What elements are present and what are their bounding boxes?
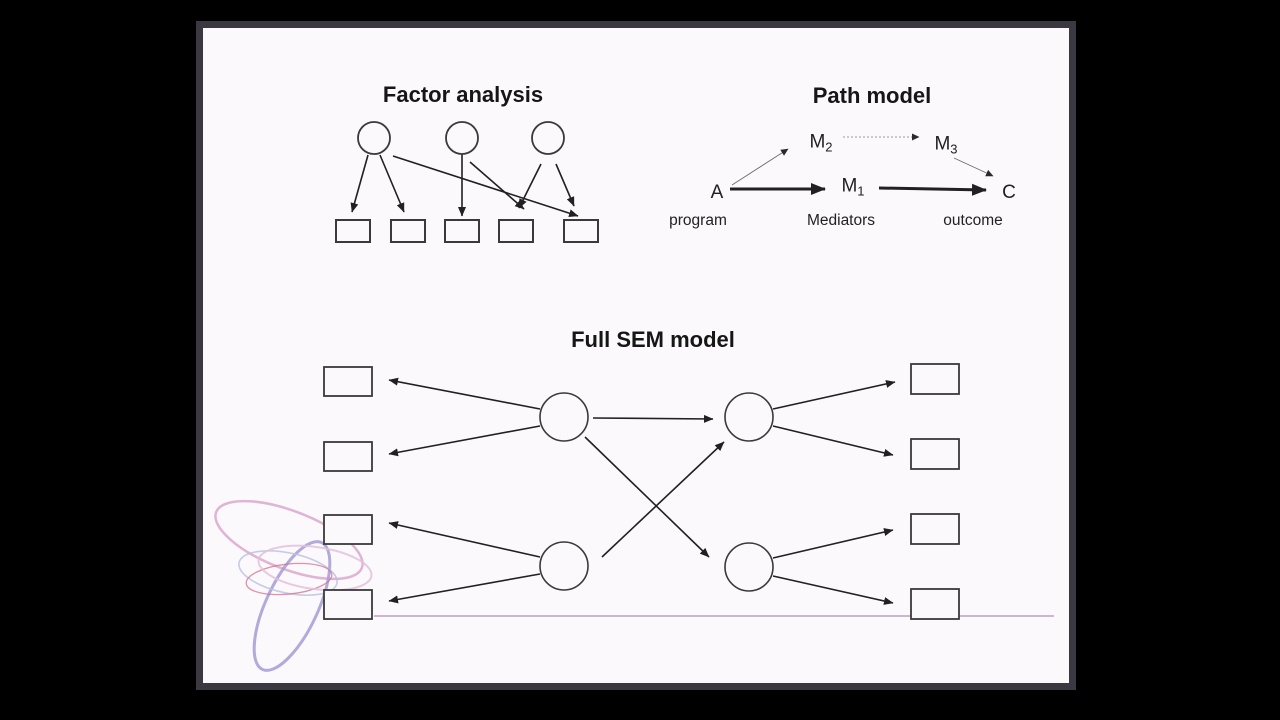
- pm-caption-mediators: Mediators: [806, 212, 876, 229]
- fs-indicator-rect-left-4: [323, 589, 373, 620]
- pm-node-m1-base: M: [841, 175, 858, 197]
- pm-node-m2-base: M: [809, 131, 826, 153]
- fs-latent-circle-right-bottom: [724, 542, 774, 592]
- pm-node-m3-base: M: [934, 133, 951, 155]
- fs-arrow-rc2-rr3: [772, 528, 894, 559]
- fs-indicator-rect-right-1: [910, 363, 960, 395]
- sem-diagrams-canvas: [214, 121, 1054, 672]
- fs-arrow-lc2-lr3: [388, 521, 541, 558]
- pm-caption-outcome: outcome: [943, 212, 1003, 229]
- fa-indicator-rect-5: [563, 219, 599, 243]
- fs-indicator-rect-right-2: [910, 438, 960, 470]
- fa-latent-circle-3: [531, 121, 565, 155]
- fa-indicator-rect-3: [444, 219, 480, 243]
- fs-indicator-rect-right-4: [910, 588, 960, 620]
- fs-latent-circle-left-bottom: [539, 541, 589, 591]
- fa-arrow-f1-x1: [350, 154, 369, 213]
- pm-node-c: C: [1002, 182, 1016, 204]
- full-sem-diagram: [323, 363, 1054, 620]
- pm-arrow-m3-c: [953, 157, 994, 177]
- fs-latent-circle-left-top: [539, 392, 589, 442]
- fs-arrow-lc2-lr4: [388, 573, 541, 604]
- fa-arrow-f2-x4: [469, 161, 525, 210]
- presentation-slide: Factor analysis Path model Full SEM mode…: [196, 21, 1076, 690]
- fs-arrow-lc1-rc1: [592, 414, 714, 423]
- pm-node-a-label: A: [710, 182, 724, 203]
- fa-indicator-rect-4: [498, 219, 534, 243]
- pm-caption-program: program: [669, 212, 727, 229]
- fs-arrow-rc2-rr4: [772, 575, 894, 605]
- fs-arrow-lc1-lr2: [388, 425, 541, 457]
- fs-arrow-rc1-rr1: [772, 380, 896, 410]
- fs-indicator-rect-left-2: [323, 441, 373, 472]
- fs-indicator-rect-left-1: [323, 366, 373, 397]
- fa-latent-circle-1: [357, 121, 391, 155]
- fs-latent-circle-right-top: [724, 392, 774, 442]
- pm-node-c-label: C: [1002, 182, 1016, 203]
- pm-node-m3: M3: [934, 134, 957, 157]
- pm-arrow-a-m2: [731, 148, 789, 186]
- fa-arrow-f1-x5: [392, 155, 579, 218]
- fa-arrow-f1-x2: [379, 154, 405, 213]
- pm-node-m1: M1: [841, 176, 864, 199]
- fa-latent-circle-2: [445, 121, 479, 155]
- pm-node-m1-sub: 1: [857, 183, 865, 199]
- pm-arrow-m1-c: [878, 183, 987, 196]
- pm-node-m3-sub: 3: [950, 141, 958, 157]
- fa-arrow-f3-x4: [518, 163, 542, 209]
- factor-analysis-diagram: [335, 121, 599, 243]
- fs-arrow-lc1-lr1: [388, 377, 541, 410]
- fs-arrow-lc1-rc2: [584, 436, 710, 558]
- fs-indicator-rect-right-3: [910, 513, 960, 545]
- factor-analysis-title: Factor analysis: [382, 82, 544, 107]
- pm-node-m2-sub: 2: [825, 139, 833, 155]
- fs-indicator-rect-left-3: [323, 514, 373, 545]
- full-sem-title: Full SEM model: [571, 327, 735, 352]
- fa-indicator-rect-1: [335, 219, 371, 243]
- pm-node-m2: M2: [809, 132, 832, 155]
- fs-arrow-rc1-rr2: [772, 425, 894, 457]
- path-model-title: Path model: [812, 83, 932, 108]
- fs-arrow-lc2-rc1: [601, 441, 725, 558]
- logo-swirl-graphic: [214, 499, 373, 672]
- fa-arrow-f3-x5: [555, 163, 575, 207]
- path-model-diagram: [730, 133, 994, 196]
- pm-node-a: A: [711, 182, 724, 204]
- fa-indicator-rect-2: [390, 219, 426, 243]
